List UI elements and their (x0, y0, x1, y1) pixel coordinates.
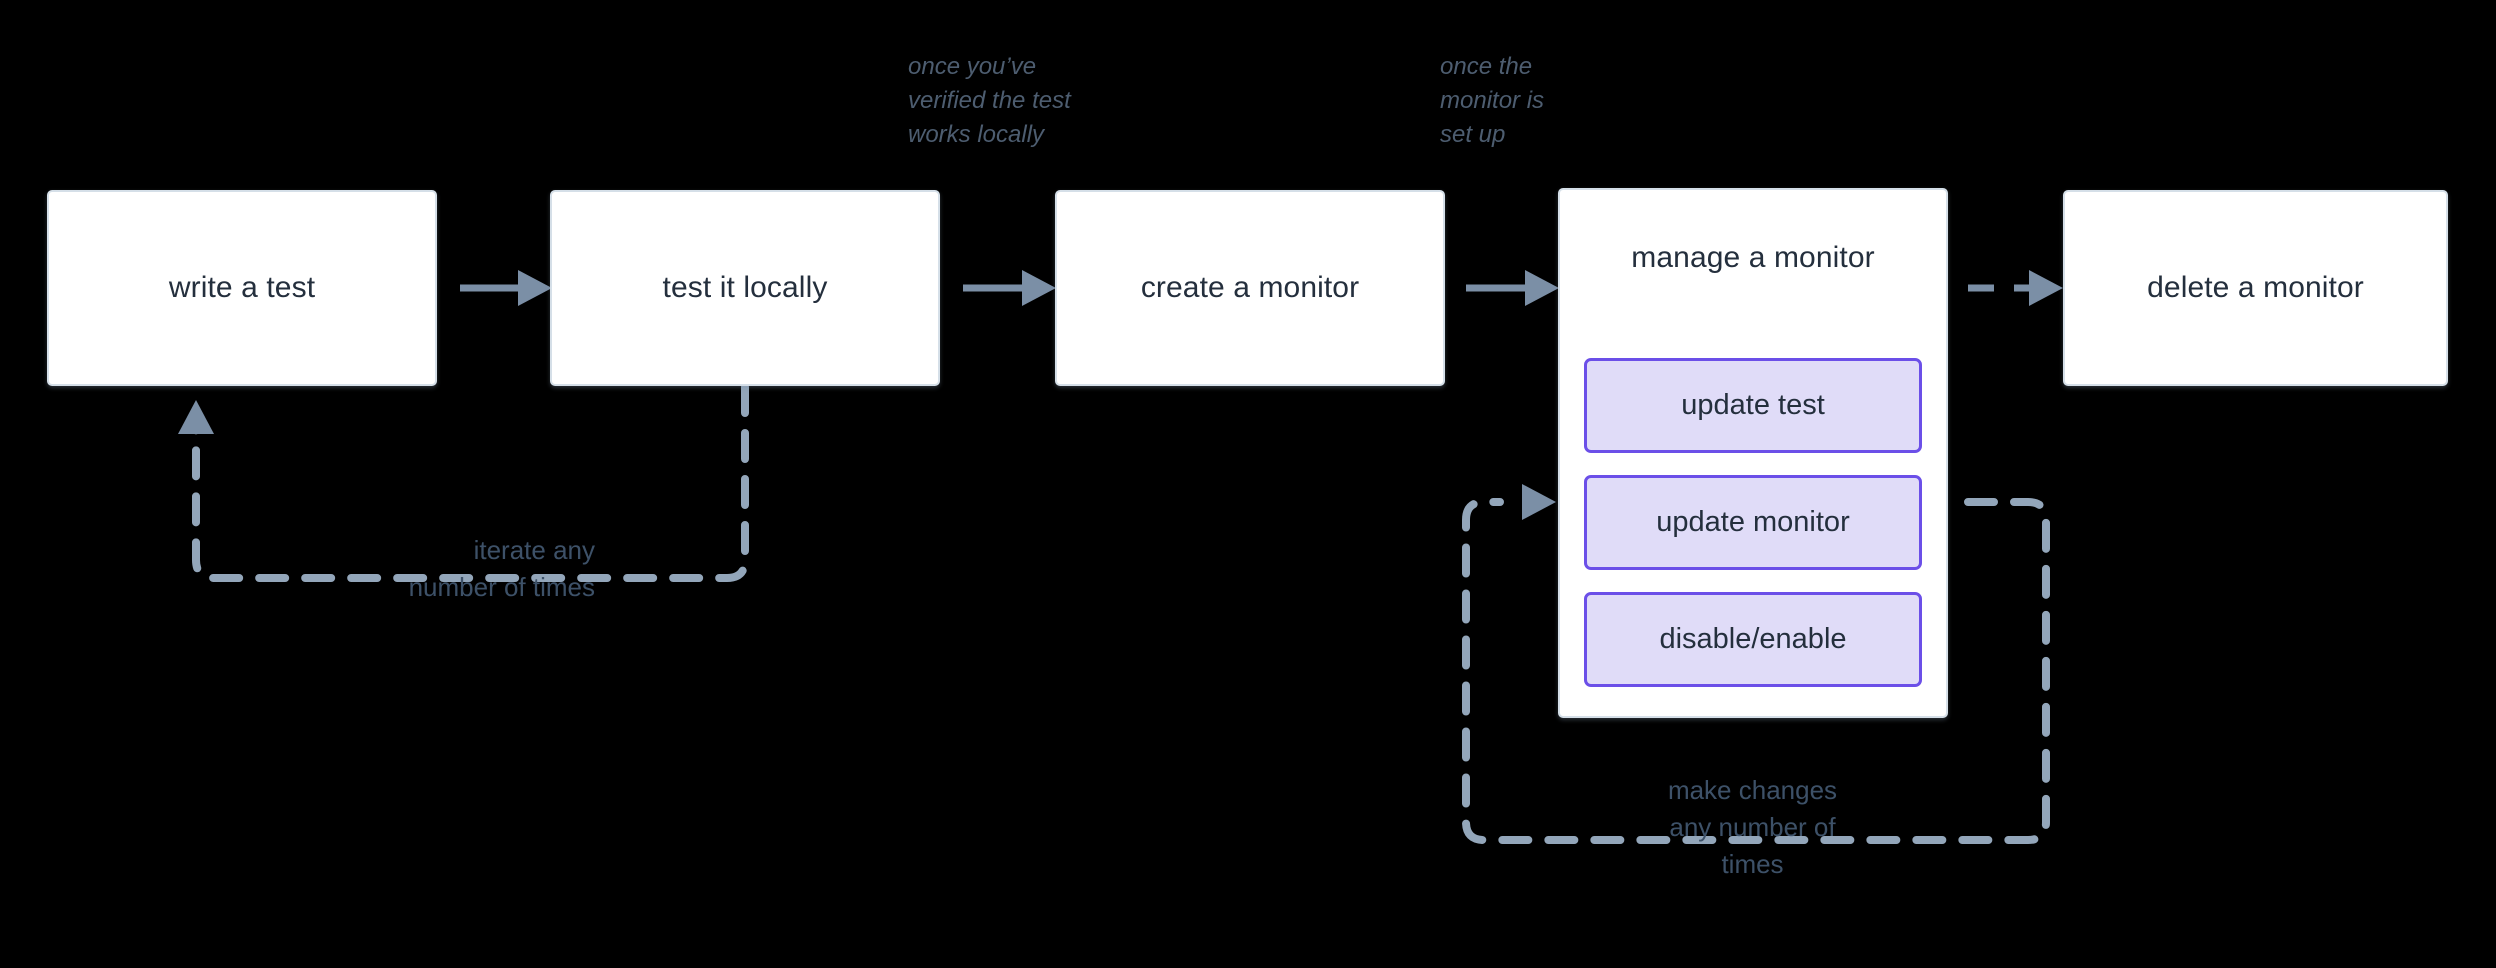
loop-label-make-changes: make changes any number of times (1667, 775, 1838, 879)
node-label-manage-a-monitor: manage a monitor (1631, 241, 1875, 274)
node-label-test-it-locally: test it locally (662, 271, 828, 304)
loop-label-iterate: iterate any number of times (408, 535, 595, 602)
manage-actions-list: update test update monitor disable/enabl… (1584, 358, 1922, 687)
node-delete-a-monitor[interactable]: delete a monitor (2063, 190, 2448, 386)
sub-node-update-test[interactable]: update test (1584, 358, 1922, 453)
node-label-delete-a-monitor: delete a monitor (2147, 271, 2364, 304)
edge-manage-to-delete (1968, 270, 2063, 306)
sub-node-update-monitor[interactable]: update monitor (1584, 475, 1922, 570)
sub-node-disable-enable[interactable]: disable/enable (1584, 592, 1922, 687)
edge-write-to-test (460, 270, 552, 306)
node-create-a-monitor[interactable]: create a monitor (1055, 190, 1445, 386)
sub-label-update-test: update test (1681, 389, 1825, 421)
node-manage-a-monitor[interactable]: manage a monitor update test update moni… (1558, 188, 1948, 718)
edge-create-to-manage (1466, 270, 1559, 306)
edge-test-to-create (963, 270, 1056, 306)
node-write-a-test[interactable]: write a test (47, 190, 437, 386)
annotation-after-create-a-monitor: once the monitor is set up (1440, 53, 1545, 149)
node-label-write-a-test: write a test (168, 271, 316, 304)
annotation-after-test-it-locally: once you’ve verified the test works loca… (908, 53, 1071, 149)
sub-label-disable-enable: disable/enable (1659, 623, 1847, 655)
node-test-it-locally[interactable]: test it locally (550, 190, 940, 386)
node-label-create-a-monitor: create a monitor (1140, 271, 1360, 304)
sub-label-update-monitor: update monitor (1656, 506, 1850, 538)
